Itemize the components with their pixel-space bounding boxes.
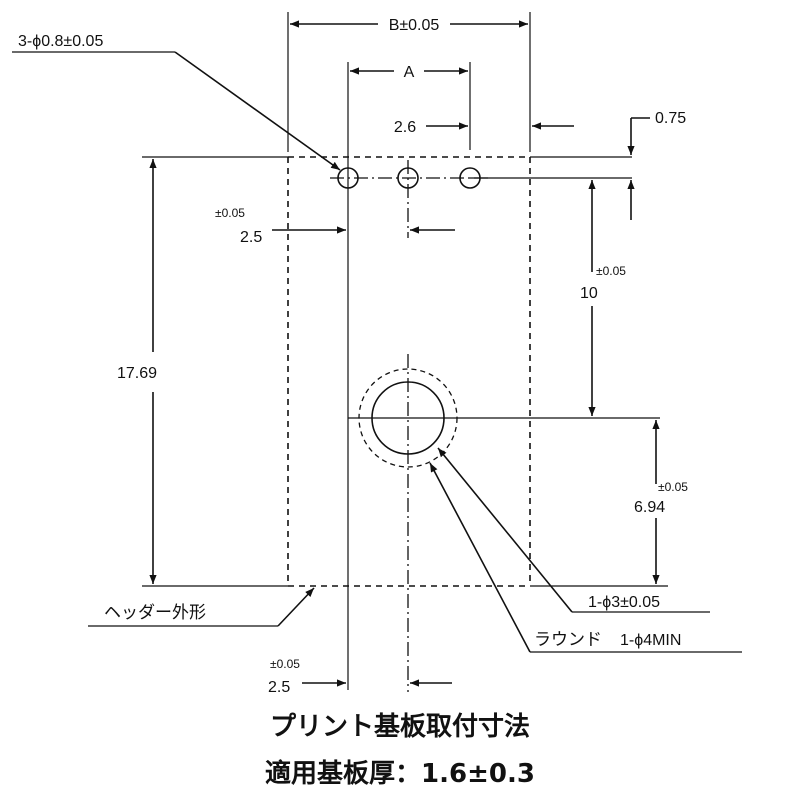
leader-mount-hole: 1-ϕ3±0.05 xyxy=(437,447,710,613)
caption-title: プリント基板取付寸法 xyxy=(270,712,530,742)
dim-height-total: 17.69 xyxy=(117,159,157,584)
pin-holes xyxy=(337,167,481,189)
pin-hole-2 xyxy=(397,167,419,189)
pitch-label: 2.6 xyxy=(394,119,416,136)
vertical-gap-label: 10 xyxy=(580,285,598,302)
caption-thickness: 適用基板厚：1.6±0.3 xyxy=(265,758,535,789)
left-offset-tol: ±0.05 xyxy=(215,206,245,220)
round-prefix-label: ラウンド xyxy=(534,630,602,649)
dim-mount-height: ±0.05 6.94 xyxy=(634,420,688,584)
leader-hole-spec: 3-ϕ0.8±0.05 xyxy=(12,33,341,171)
bottom-offset-label: 2.5 xyxy=(268,679,290,696)
mount-hole xyxy=(371,381,445,455)
mount-height-label: 6.94 xyxy=(634,499,665,516)
dim-edge-margin: 0.75 xyxy=(627,110,686,220)
width-b-label: B±0.05 xyxy=(389,17,440,34)
caption: プリント基板取付寸法 適用基板厚：1.6±0.3 xyxy=(265,712,535,789)
leader-header-outline: ヘッダー外形 xyxy=(88,587,315,627)
dim-pitch: 2.6 xyxy=(394,119,574,136)
dim-left-offset: ±0.05 2.5 xyxy=(215,206,455,246)
mount-hole-label: 1-ϕ3±0.05 xyxy=(588,594,660,611)
header-outline-label: ヘッダー外形 xyxy=(104,603,206,622)
left-offset-label: 2.5 xyxy=(240,229,262,246)
round-spec-label: 1-ϕ4MIN xyxy=(620,632,681,649)
edge-margin-label: 0.75 xyxy=(655,110,686,127)
hole-spec-label: 3-ϕ0.8±0.05 xyxy=(18,33,103,50)
mount-height-tol: ±0.05 xyxy=(658,480,688,494)
round-land xyxy=(358,368,458,468)
header-outline xyxy=(287,156,531,587)
bottom-offset-tol: ±0.05 xyxy=(270,657,300,671)
dim-vertical-gap: ±0.05 10 xyxy=(580,180,626,416)
mounting-hole xyxy=(358,368,458,468)
leader-round-land: ラウンド 1-ϕ4MIN xyxy=(429,462,742,653)
pin-hole-1 xyxy=(337,167,359,189)
center-lines xyxy=(330,160,490,692)
dim-spacing-a: A xyxy=(350,64,468,81)
pin-hole-3 xyxy=(459,167,481,189)
spacing-a-label: A xyxy=(404,64,415,81)
height-total-label: 17.69 xyxy=(117,365,157,382)
dim-width-b: B±0.05 xyxy=(290,17,528,34)
vertical-gap-tol: ±0.05 xyxy=(596,264,626,278)
dim-bottom-offset: ±0.05 2.5 xyxy=(268,657,452,696)
extension-lines xyxy=(142,12,668,690)
